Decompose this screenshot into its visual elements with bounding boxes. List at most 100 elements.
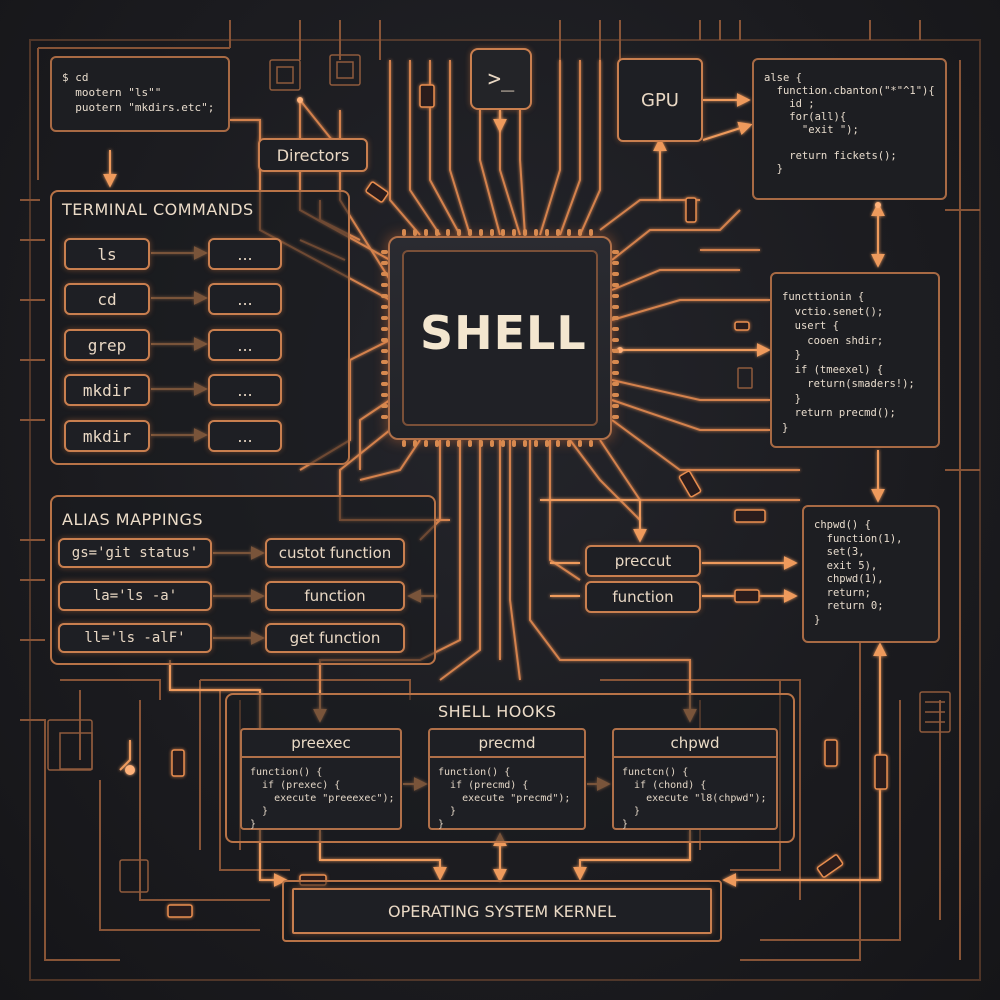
alias-target-get-function: get function <box>265 623 405 653</box>
chip-pin-right <box>612 283 619 287</box>
chip-pin-left <box>381 261 388 265</box>
command-grep: grep <box>64 329 150 361</box>
hook-code-precmd: function() { if (precmd) { execute "prec… <box>438 767 571 830</box>
command-ls: ls <box>64 238 150 270</box>
chip-pin-top <box>424 229 428 236</box>
alias-la: la='ls -a' <box>58 581 212 611</box>
chip-pin-top <box>578 229 582 236</box>
chip-pin-bottom <box>468 440 472 447</box>
chip-pin-left <box>381 338 388 342</box>
top-left-command-snippet: $ cd mootern "ls"" puotern "mkdirs.etc"; <box>50 56 230 132</box>
command-output-1: ... <box>208 238 282 270</box>
chip-pin-right <box>612 349 619 353</box>
alias-ll: ll='ls -alF' <box>58 623 212 653</box>
chip-pin-left <box>381 371 388 375</box>
command-output-3: ... <box>208 329 282 361</box>
chip-pin-bottom <box>534 440 538 447</box>
chip-pin-left <box>381 327 388 331</box>
chip-pin-right <box>612 382 619 386</box>
chip-pin-top <box>512 229 516 236</box>
terminal-commands-panel <box>50 190 350 465</box>
chip-pin-top <box>523 229 527 236</box>
shell-chip-core <box>402 250 598 426</box>
preccut-box: preccut <box>585 545 701 577</box>
chip-pin-bottom <box>512 440 516 447</box>
chip-pin-bottom <box>479 440 483 447</box>
command-mkdir: mkdir <box>64 374 150 406</box>
chip-pin-top <box>402 229 406 236</box>
chip-pin-bottom <box>446 440 450 447</box>
chip-pin-left <box>381 250 388 254</box>
chip-pin-bottom <box>490 440 494 447</box>
top-right-code-block: alse { function.cbanton("*"^1"){ id ; fo… <box>752 58 947 200</box>
chip-pin-bottom <box>424 440 428 447</box>
chip-pin-left <box>381 349 388 353</box>
chip-pin-right <box>612 371 619 375</box>
alias-gs: gs='git status' <box>58 538 212 568</box>
shell-chip <box>388 236 612 440</box>
chip-pin-top <box>567 229 571 236</box>
chip-pin-top <box>545 229 549 236</box>
hook-code-chpwd: functcn() { if (chond) { execute "l8(chp… <box>622 767 767 830</box>
chip-pin-right <box>612 250 619 254</box>
chip-pin-left <box>381 360 388 364</box>
command-output-4: ... <box>208 374 282 406</box>
function-box: function <box>585 581 701 613</box>
chip-pin-bottom <box>501 440 505 447</box>
chip-pin-right <box>612 338 619 342</box>
hook-code-preexec: function() { if (prexec) { execute "pree… <box>250 767 395 830</box>
chip-pin-right <box>612 404 619 408</box>
alias-mappings-title: ALIAS MAPPINGS <box>62 510 204 529</box>
chip-pin-right <box>612 261 619 265</box>
chip-pin-left <box>381 283 388 287</box>
command-cd: cd <box>64 283 150 315</box>
chip-pin-bottom <box>402 440 406 447</box>
shell-hooks-title: SHELL HOOKS <box>438 702 557 721</box>
chip-pin-bottom <box>435 440 439 447</box>
chip-pin-top <box>413 229 417 236</box>
chip-pin-right <box>612 393 619 397</box>
chip-pin-left <box>381 415 388 419</box>
chip-pin-bottom <box>556 440 560 447</box>
chip-pin-bottom <box>578 440 582 447</box>
chip-pin-bottom <box>413 440 417 447</box>
chip-pin-right <box>612 305 619 309</box>
chip-pin-bottom <box>457 440 461 447</box>
chip-pin-left <box>381 305 388 309</box>
command-output-5: ... <box>208 420 282 452</box>
terminal-prompt-icon: >_ <box>470 48 532 110</box>
chip-pin-left <box>381 272 388 276</box>
chip-pin-top <box>446 229 450 236</box>
gpu-box: GPU <box>617 58 703 142</box>
command-output-2: ... <box>208 283 282 315</box>
chip-pin-right <box>612 415 619 419</box>
chip-pin-top <box>479 229 483 236</box>
chip-pin-top <box>556 229 560 236</box>
alias-target-function: function <box>265 581 405 611</box>
alias-target-custom-function: custot function <box>265 538 405 568</box>
hook-card-preexec: preexec function() { if (prexec) { execu… <box>240 728 402 830</box>
chip-pin-top <box>468 229 472 236</box>
shell-title: SHELL <box>420 306 587 360</box>
chip-pin-left <box>381 382 388 386</box>
chpwd-code-block: chpwd() { function(1), set(3, exit 5), c… <box>802 505 940 643</box>
chip-pin-top <box>435 229 439 236</box>
chip-pin-right <box>612 316 619 320</box>
chip-pin-left <box>381 316 388 320</box>
operating-system-kernel: OPERATING SYSTEM KERNEL <box>292 888 712 934</box>
chip-pin-right <box>612 360 619 364</box>
hook-name-preexec: preexec <box>242 730 400 758</box>
chip-pin-bottom <box>589 440 593 447</box>
right-code-block: functtionin { vctio.senet(); usert { coo… <box>770 272 940 448</box>
chip-pin-top <box>534 229 538 236</box>
chip-pin-right <box>612 272 619 276</box>
chip-pin-top <box>457 229 461 236</box>
chip-pin-bottom <box>545 440 549 447</box>
hook-card-chpwd: chpwd functcn() { if (chond) { execute "… <box>612 728 778 830</box>
chip-pin-top <box>589 229 593 236</box>
chip-pin-left <box>381 393 388 397</box>
chip-pin-bottom <box>523 440 527 447</box>
chip-pin-left <box>381 294 388 298</box>
chip-pin-right <box>612 327 619 331</box>
